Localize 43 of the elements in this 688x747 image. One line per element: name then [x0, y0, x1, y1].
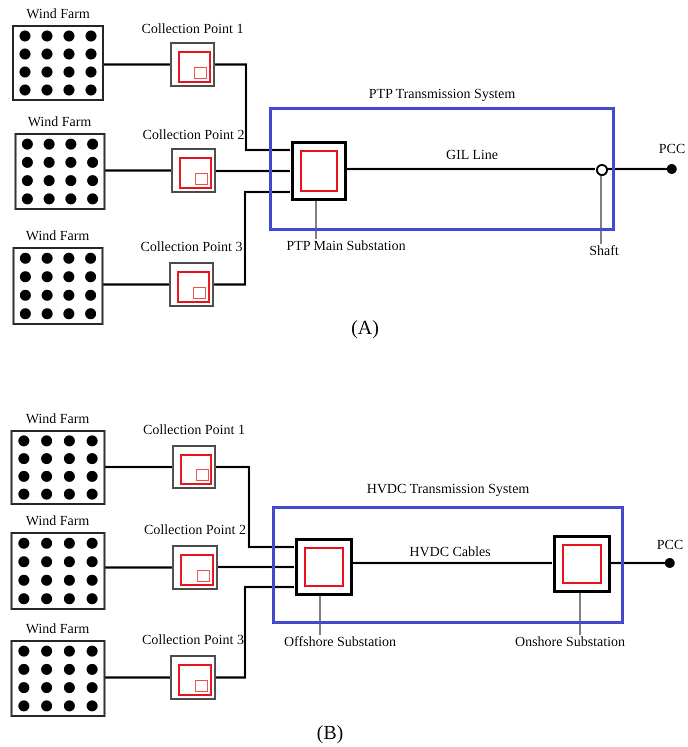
cable-line — [105, 566, 172, 569]
collection-point-label: Collection Point 2 — [142, 128, 244, 145]
cable-line — [216, 466, 294, 548]
collection-point-label: Collection Point 3 — [142, 633, 244, 650]
system-title: HVDC Transmission System — [366, 482, 530, 499]
cable-line — [105, 466, 172, 468]
substation-symbol — [553, 535, 611, 593]
wind-farm-label: Wind Farm — [28, 115, 92, 132]
shaft-label: Shaft — [589, 244, 619, 260]
cable-line — [216, 170, 290, 172]
cable-line — [216, 586, 294, 679]
panel-label: (A) — [351, 317, 379, 339]
collection-point-label: Collection Point 3 — [140, 240, 242, 257]
cable-line — [104, 63, 170, 66]
cable-line — [215, 63, 290, 152]
shaft-circle — [596, 164, 608, 176]
substation-label: Onshore Substation — [514, 635, 626, 651]
pcc-label: PCC — [658, 142, 686, 159]
wind-farm-label: Wind Farm — [26, 622, 90, 639]
pcc-label: PCC — [656, 538, 684, 555]
system-title: PTP Transmission System — [368, 87, 516, 104]
collection-point-label: Collection Point 2 — [144, 523, 246, 540]
substation-symbol — [291, 141, 347, 201]
cable-line — [610, 562, 665, 564]
collection-point-label: Collection Point 1 — [143, 423, 245, 440]
wind-farm-label: Wind Farm — [26, 7, 90, 24]
panel-label: (B) — [316, 722, 344, 744]
leader-line — [600, 174, 602, 244]
cable-line — [346, 168, 595, 170]
wind-farm-label: Wind Farm — [26, 229, 90, 246]
cable-line — [105, 169, 171, 172]
cable-line — [218, 566, 294, 568]
substation-label: PTP Main Substation — [286, 239, 406, 255]
cable-line — [103, 283, 169, 286]
cable-line — [214, 190, 290, 286]
collection-point-label: Collection Point 1 — [142, 22, 244, 39]
wind-farm-label: Wind Farm — [26, 412, 90, 429]
cable-line — [607, 168, 667, 170]
substation-symbol — [295, 538, 353, 596]
cable-line — [352, 562, 552, 564]
substation-label: Offshore Substation — [284, 635, 396, 651]
wind-farm-label: Wind Farm — [26, 514, 90, 531]
cable-line — [105, 676, 170, 679]
